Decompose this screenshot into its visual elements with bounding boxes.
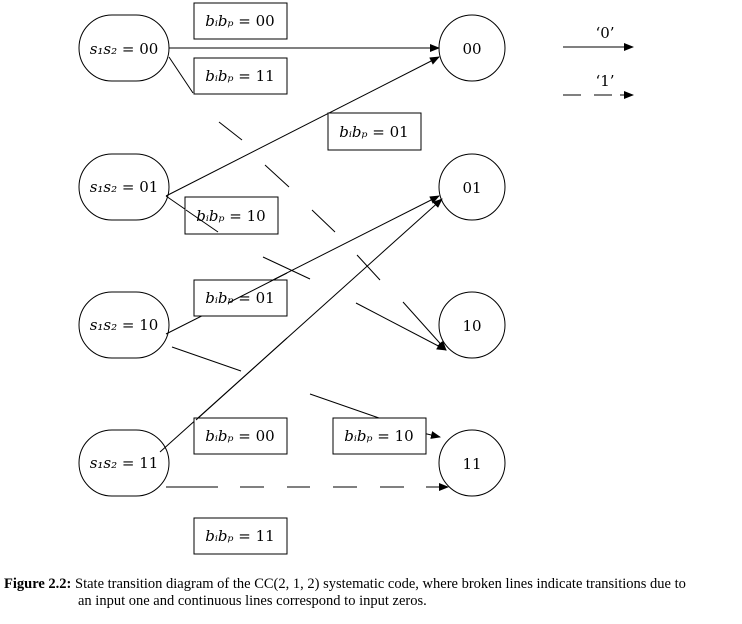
output-box-6: bᵢbₚ = 00 xyxy=(193,417,288,455)
svg-text:bᵢbₚ = 11: bᵢbₚ = 11 xyxy=(205,527,274,545)
transition-01-to-10-overlay xyxy=(185,209,219,233)
svg-text:bᵢbₚ = 11: bᵢbₚ = 11 xyxy=(205,67,274,85)
caption-line-2: an input one and continuous lines corres… xyxy=(78,593,427,609)
legend-one-label: ‘1’ xyxy=(595,72,614,90)
output-box-7: bᵢbₚ = 10 xyxy=(332,417,427,455)
output-box-8: bᵢbₚ = 11 xyxy=(193,517,288,555)
output-box-3: bᵢbₚ = 01 xyxy=(327,112,422,151)
right-state-11-label: 11 xyxy=(462,455,481,473)
output-box-1: bᵢbₚ = 00 xyxy=(193,2,288,40)
left-state-01-label: s₁s₂ = 01 xyxy=(90,178,159,196)
svg-text:bᵢbₚ = 01: bᵢbₚ = 01 xyxy=(339,123,408,141)
right-state-11: 11 xyxy=(438,429,506,497)
left-state-11-label: s₁s₂ = 11 xyxy=(90,454,159,472)
right-state-10: 10 xyxy=(438,291,506,359)
svg-text:bᵢbₚ = 01: bᵢbₚ = 01 xyxy=(205,289,274,307)
right-state-01-label: 01 xyxy=(462,179,481,197)
transition-01-to-00-solid xyxy=(165,56,440,197)
left-state-00: s₁s₂ = 00 xyxy=(78,14,170,82)
left-state-10-label: s₁s₂ = 10 xyxy=(90,316,159,334)
state-transition-diagram: s₁s₂ = 00 s₁s₂ = 01 s₁s₂ = 10 s₁s₂ = 11 … xyxy=(78,2,634,555)
svg-text:bᵢbₚ = 10: bᵢbₚ = 10 xyxy=(344,427,413,445)
svg-text:bᵢbₚ = 00: bᵢbₚ = 00 xyxy=(205,427,274,445)
caption-line-1: State transition diagram of the CC(2, 1,… xyxy=(75,576,686,592)
left-state-10: s₁s₂ = 10 xyxy=(78,291,170,359)
svg-text:bᵢbₚ = 10: bᵢbₚ = 10 xyxy=(196,207,265,225)
right-state-01: 01 xyxy=(438,153,506,221)
figure-caption: Figure 2.2: State transition diagram of … xyxy=(4,576,738,610)
output-box-5: bᵢbₚ = 01 xyxy=(193,279,288,317)
legend: ‘0’ ‘1’ xyxy=(563,24,634,99)
output-box-4: bᵢbₚ = 10 xyxy=(184,196,279,235)
right-state-10-label: 10 xyxy=(462,317,481,335)
caption-label: Figure 2.2: xyxy=(4,576,72,592)
transition-11-to-01-overlay xyxy=(195,337,288,421)
svg-text:bᵢbₚ = 00: bᵢbₚ = 00 xyxy=(205,12,274,30)
legend-zero-label: ‘0’ xyxy=(595,24,614,42)
transition-10-to-01-overlay xyxy=(227,272,288,304)
left-state-11: s₁s₂ = 11 xyxy=(78,429,170,497)
transition-00-to-10-broken xyxy=(168,56,447,351)
left-state-00-label: s₁s₂ = 00 xyxy=(90,40,159,58)
output-box-2: bᵢbₚ = 11 xyxy=(193,57,288,95)
right-state-00: 00 xyxy=(438,14,506,82)
left-state-01: s₁s₂ = 01 xyxy=(78,153,170,221)
right-state-00-label: 00 xyxy=(462,40,481,58)
